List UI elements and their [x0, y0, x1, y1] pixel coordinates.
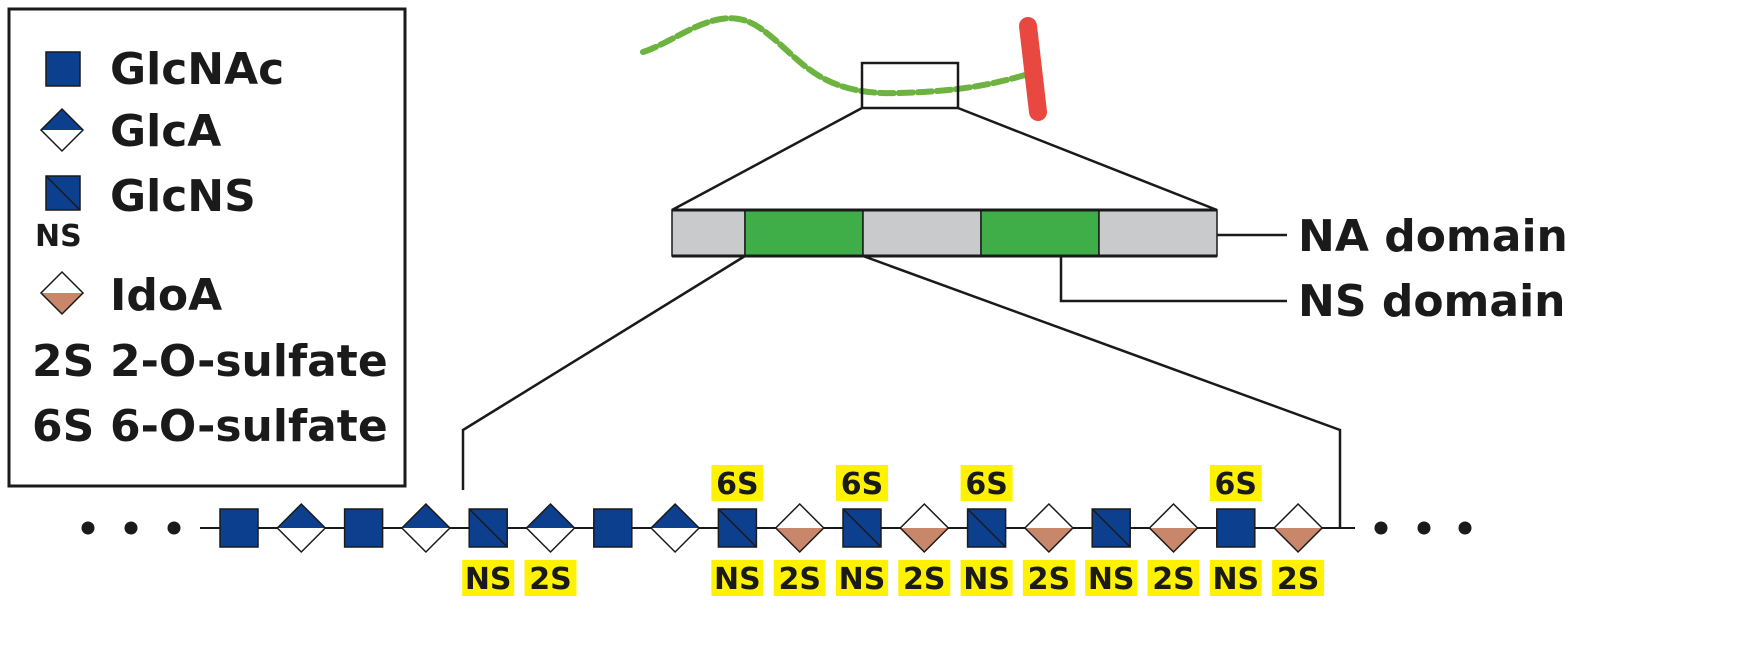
- ellipsis-right: [1374, 521, 1472, 535]
- na-segment: [862, 209, 982, 257]
- legend-label-6-o-sulfate: 6-O-sulfate: [110, 401, 388, 452]
- sulfate-tag-6s: 6S: [1209, 465, 1262, 502]
- chain-units: NS 2S 6S NS 2S 6S NS 2S 6S NS 2S NS 2S 6S NS 2S: [219, 465, 1325, 597]
- sulfate-tag-2s: 2S: [898, 560, 951, 597]
- svg-text:6S: 6S: [965, 467, 1007, 502]
- sulfate-tag-ns: NS: [462, 560, 515, 597]
- svg-text:2S: 2S: [778, 562, 820, 597]
- zoom-line-right: [957, 106, 1218, 212]
- glcnac-unit: [219, 508, 259, 548]
- svg-text:NS: NS: [839, 562, 886, 597]
- idoa-unit: [1023, 502, 1074, 554]
- svg-text:NS: NS: [465, 562, 512, 597]
- sulfate-tag-2s: 2S: [1022, 560, 1075, 597]
- svg-text:2S: 2S: [1028, 562, 1070, 597]
- glca-legend-icon: [39, 107, 85, 153]
- idoa-unit: [1148, 502, 1199, 554]
- polysaccharide-chain: [640, 15, 1028, 97]
- svg-text:2S: 2S: [1152, 562, 1194, 597]
- svg-text:2S: 2S: [903, 562, 945, 597]
- glca-unit: [400, 502, 451, 554]
- sulfate-tag-2s: 2S: [1147, 560, 1200, 597]
- idoa-unit: [899, 502, 950, 554]
- legend-label-glcnac: GlcNAc: [110, 44, 284, 95]
- idoa-legend-icon: [39, 270, 85, 316]
- zoom-box: [860, 61, 960, 110]
- proteoglycan: [640, 15, 1047, 121]
- glcns-unit: [717, 508, 758, 548]
- glcnac-unit: [1216, 508, 1256, 548]
- glcnac-unit: [343, 508, 384, 548]
- legend-code-6s: 6S: [32, 401, 94, 452]
- glca-unit: [525, 502, 576, 554]
- expansion-line-right: [862, 254, 1342, 528]
- na-segment: [671, 209, 746, 257]
- svg-text:2S: 2S: [529, 562, 571, 597]
- sulfate-tag-6s: 6S: [960, 465, 1013, 502]
- ns-segment: [980, 209, 1100, 257]
- legend-label-glcns: GlcNS: [110, 171, 256, 222]
- ns-segment: [744, 209, 864, 257]
- sulfate-tag-ns: NS: [836, 560, 888, 597]
- sulfate-tag-ns: NS: [960, 560, 1013, 597]
- ns-domain-leader: [1059, 256, 1287, 303]
- sulfate-tag-2s: 2S: [773, 560, 826, 597]
- expansion-line-left: [461, 254, 746, 490]
- legend-label-glca: GlcA: [110, 106, 221, 157]
- sulfate-tag-ns: NS: [1085, 560, 1138, 597]
- glcns-unit: [842, 508, 882, 548]
- legend: GlcNAc GlcA GlcNS NS IdoA 2S 2-O-sulfate…: [7, 7, 407, 488]
- svg-text:6S: 6S: [1215, 467, 1257, 502]
- legend-label-ns-sub: NS: [35, 219, 82, 254]
- glcnac-legend-icon: [45, 51, 81, 87]
- idoa-unit: [774, 502, 825, 554]
- svg-text:NS: NS: [714, 562, 761, 597]
- legend-label-idoa: IdoA: [110, 270, 222, 321]
- idoa-unit: [1273, 502, 1324, 554]
- svg-text:6S: 6S: [841, 467, 883, 502]
- sulfate-tag-6s: 6S: [836, 465, 888, 502]
- ns-domain-label: NS domain: [1298, 276, 1566, 327]
- glcnac-unit: [593, 508, 633, 548]
- svg-text:6S: 6S: [716, 467, 758, 502]
- svg-text:NS: NS: [1088, 562, 1135, 597]
- glca-unit: [276, 502, 327, 554]
- na-domain-label: NA domain: [1298, 211, 1568, 262]
- zoom-line-left: [671, 106, 863, 212]
- domain-bar: [671, 208, 1218, 258]
- glca-unit: [650, 502, 701, 554]
- legend-label-2-o-sulfate: 2-O-sulfate: [110, 336, 388, 387]
- ellipsis-left: [81, 521, 181, 535]
- legend-frame: [7, 7, 407, 488]
- sulfate-tag-2s: 2S: [524, 560, 577, 597]
- sulfate-tag-ns: NS: [1209, 560, 1262, 597]
- core-protein: [1019, 17, 1047, 121]
- glcns-unit: [966, 508, 1007, 548]
- svg-text:NS: NS: [963, 562, 1010, 597]
- svg-text:NS: NS: [1212, 562, 1259, 597]
- na-segment: [1098, 209, 1218, 257]
- sulfate-tag-ns: NS: [711, 560, 764, 597]
- glcns-unit: [468, 508, 508, 548]
- glcns-legend-icon: [45, 175, 81, 211]
- legend-code-2s: 2S: [32, 336, 94, 387]
- sulfate-tag-6s: 6S: [711, 465, 764, 502]
- sulfate-tag-2s: 2S: [1272, 560, 1325, 597]
- glcns-unit: [1091, 508, 1131, 548]
- svg-text:2S: 2S: [1277, 562, 1319, 597]
